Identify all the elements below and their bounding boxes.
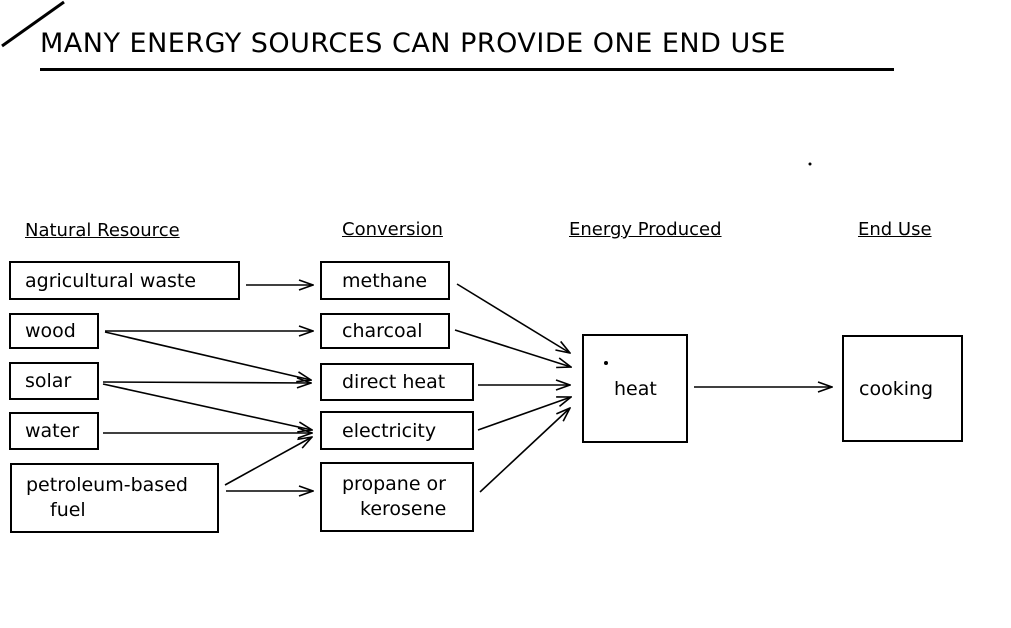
arrow-charcoal-to-heat	[454, 329, 571, 367]
conversion-direct-heat: direct heat	[320, 363, 474, 401]
conversion-label-line1: propane or	[342, 473, 446, 495]
conversion-label: electricity	[342, 419, 437, 442]
resource-label: solar	[25, 370, 72, 392]
header-end-use: End Use	[858, 219, 932, 240]
resource-wood: wood	[9, 313, 99, 349]
arrow-solar-to-direct-heat	[102, 382, 311, 383]
resource-label: wood	[25, 320, 76, 342]
title-underline	[40, 68, 894, 71]
conversion-label: methane	[342, 269, 428, 292]
conversion-label: direct heat	[342, 371, 446, 393]
conversion-label: charcoal	[342, 320, 423, 342]
arrow-wood-to-direct-heat	[104, 331, 311, 380]
header-conversion: Conversion	[342, 219, 443, 240]
resource-label: agricultural waste	[25, 269, 197, 292]
conversion-propane-or-kerosene: propane or kerosene	[320, 462, 474, 532]
resource-label: water	[25, 420, 80, 442]
conversion-label-line2: kerosene	[360, 498, 447, 520]
header-energy-produced: Energy Produced	[569, 219, 722, 240]
end-use-cooking: cooking	[842, 335, 963, 442]
end-use-label: cooking	[859, 377, 934, 400]
resource-agricultural-waste: agricultural waste	[9, 261, 240, 300]
ink-dot	[604, 361, 608, 365]
resource-solar: solar	[9, 362, 99, 400]
header-natural-resource: Natural Resource	[25, 220, 180, 241]
arrow-electricity-to-heat	[477, 397, 571, 431]
arrow-propane-to-heat	[479, 408, 570, 493]
pen-stroke-mark	[1, 0, 65, 48]
arrow-solar-to-electricity	[102, 383, 312, 430]
arrow-methane-to-heat	[456, 283, 570, 353]
conversion-electricity: electricity	[320, 411, 474, 450]
resource-petroleum-based-fuel: petroleum-based fuel	[10, 463, 219, 533]
ink-speck	[808, 162, 812, 166]
arrow-petroleum-to-electricity	[224, 437, 312, 486]
resource-label-line1: petroleum-based	[26, 474, 188, 496]
conversion-charcoal: charcoal	[320, 313, 450, 349]
energy-heat: heat	[582, 334, 688, 443]
page-title: MANY ENERGY SOURCES CAN PROVIDE ONE END …	[40, 28, 786, 59]
conversion-methane: methane	[320, 261, 450, 300]
energy-label: heat	[614, 377, 657, 400]
resource-label-line2: fuel	[50, 499, 86, 521]
resource-water: water	[9, 412, 99, 450]
